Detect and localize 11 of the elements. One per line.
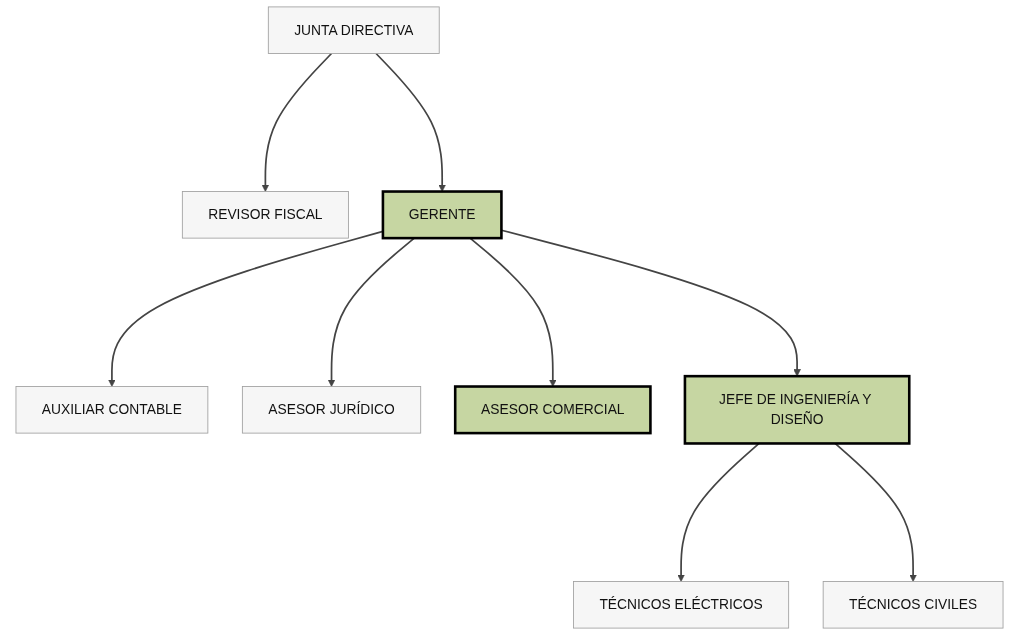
node-box: TÉCNICOS ELÉCTRICOS (573, 581, 790, 629)
arrow (261, 52, 333, 192)
node-box: GERENTE (381, 190, 503, 240)
arrow (375, 52, 446, 192)
node-box: AUXILIAR CONTABLE (15, 386, 209, 434)
node-box: JEFE DE INGENIERÍA Y DISEÑO (683, 374, 911, 445)
node-box: REVISOR FISCAL (181, 191, 349, 239)
node-box: ASESOR COMERCIAL (453, 385, 652, 435)
node-box: ASESOR JURÍDICO (241, 386, 422, 434)
node-box: JUNTA DIRECTIVA (267, 6, 440, 54)
node-box: TÉCNICOS CIVILES (822, 581, 1004, 629)
